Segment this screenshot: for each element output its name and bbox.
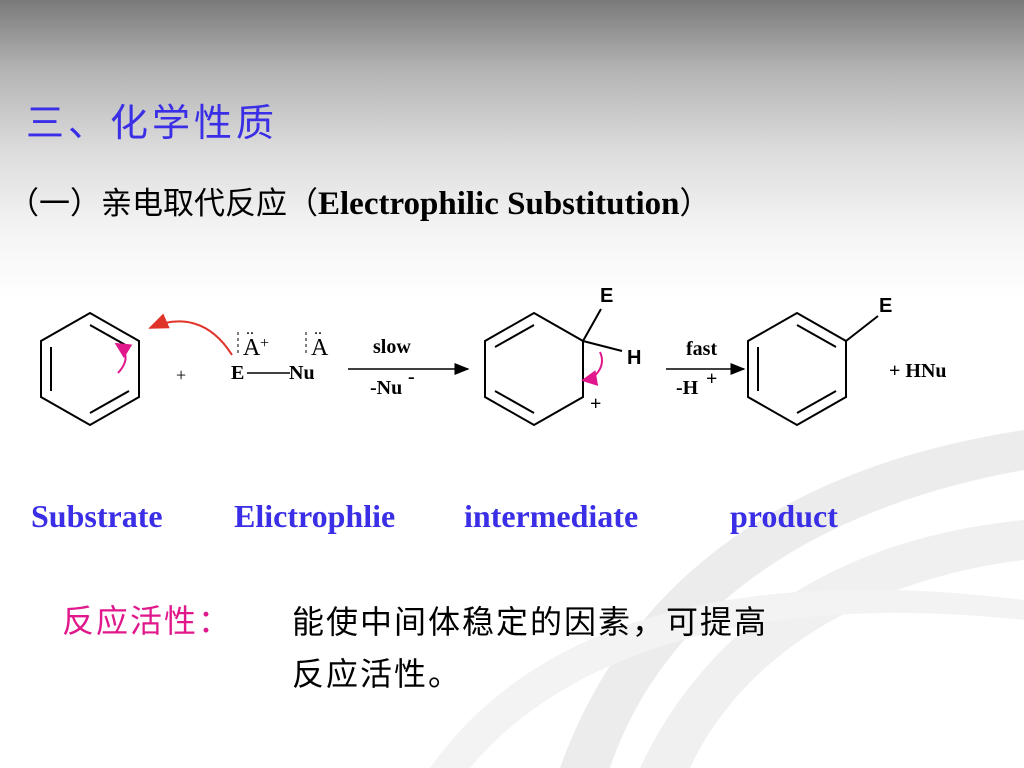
electrophile: A .. + E A .. Nu <box>231 321 329 384</box>
subtitle-chinese: （一）亲电取代反应（ <box>8 186 318 222</box>
reactivity-text-line2: 反应活性。 <box>292 655 463 693</box>
slow-step-label: slow <box>373 336 411 358</box>
electrophile-Nu-label: Nu <box>289 362 315 384</box>
slide-title: 三、化学性质 <box>26 101 279 145</box>
benzene-substrate <box>40 311 140 427</box>
byproduct-label: + HNu <box>889 360 947 382</box>
attack-arrow <box>148 313 233 356</box>
reactivity-text: 能使中间体稳定的因素，可提高 反应活性。 <box>292 596 952 700</box>
plus-sign-1: + <box>176 365 186 385</box>
proton-loss-label: -H <box>676 377 699 399</box>
intermediate-ring <box>484 308 623 427</box>
electrophile-dots-left: .. <box>246 321 254 338</box>
proton-loss-charge: + <box>706 368 717 390</box>
leaving-group-label: -Nu <box>370 377 402 399</box>
role-product: product <box>730 498 838 534</box>
intermediate-curved-arrow <box>581 351 603 386</box>
electrophile-dots-right: .. <box>314 321 322 338</box>
subtitle-close-paren: ） <box>679 186 711 221</box>
role-labels: Substrate Elictrophlie intermediate prod… <box>0 498 1024 542</box>
product-ring <box>747 311 879 427</box>
subtitle-english: Electrophilic Substitution <box>318 186 680 222</box>
reaction-scheme: + A .. + E A .. Nu slow -Nu - E H + fast… <box>40 285 947 427</box>
role-intermediate: intermediate <box>464 498 639 534</box>
fast-step-label: fast <box>686 338 717 360</box>
reactivity-text-line1: 能使中间体稳定的因素，可提高 <box>292 603 769 641</box>
product-E-label: E <box>879 295 892 317</box>
role-substrate: Substrate <box>31 498 163 534</box>
intermediate-E-label: E <box>600 285 613 307</box>
slide-subtitle: （一）亲电取代反应（Electrophilic Substitution） <box>8 178 711 223</box>
electrophile-charge: + <box>260 335 269 352</box>
electron-curved-arrow <box>114 342 133 374</box>
reactivity-label: 反应活性： <box>62 602 233 640</box>
role-electrophile: Elictrophlie <box>234 498 396 534</box>
intermediate-H-label: H <box>627 347 641 369</box>
electrophile-E-label: E <box>231 362 244 384</box>
leaving-group-charge: - <box>408 366 415 388</box>
intermediate-charge: + <box>590 393 601 415</box>
electrophile-atom-right: A <box>311 335 329 361</box>
electrophile-atom-left: A <box>243 335 261 361</box>
